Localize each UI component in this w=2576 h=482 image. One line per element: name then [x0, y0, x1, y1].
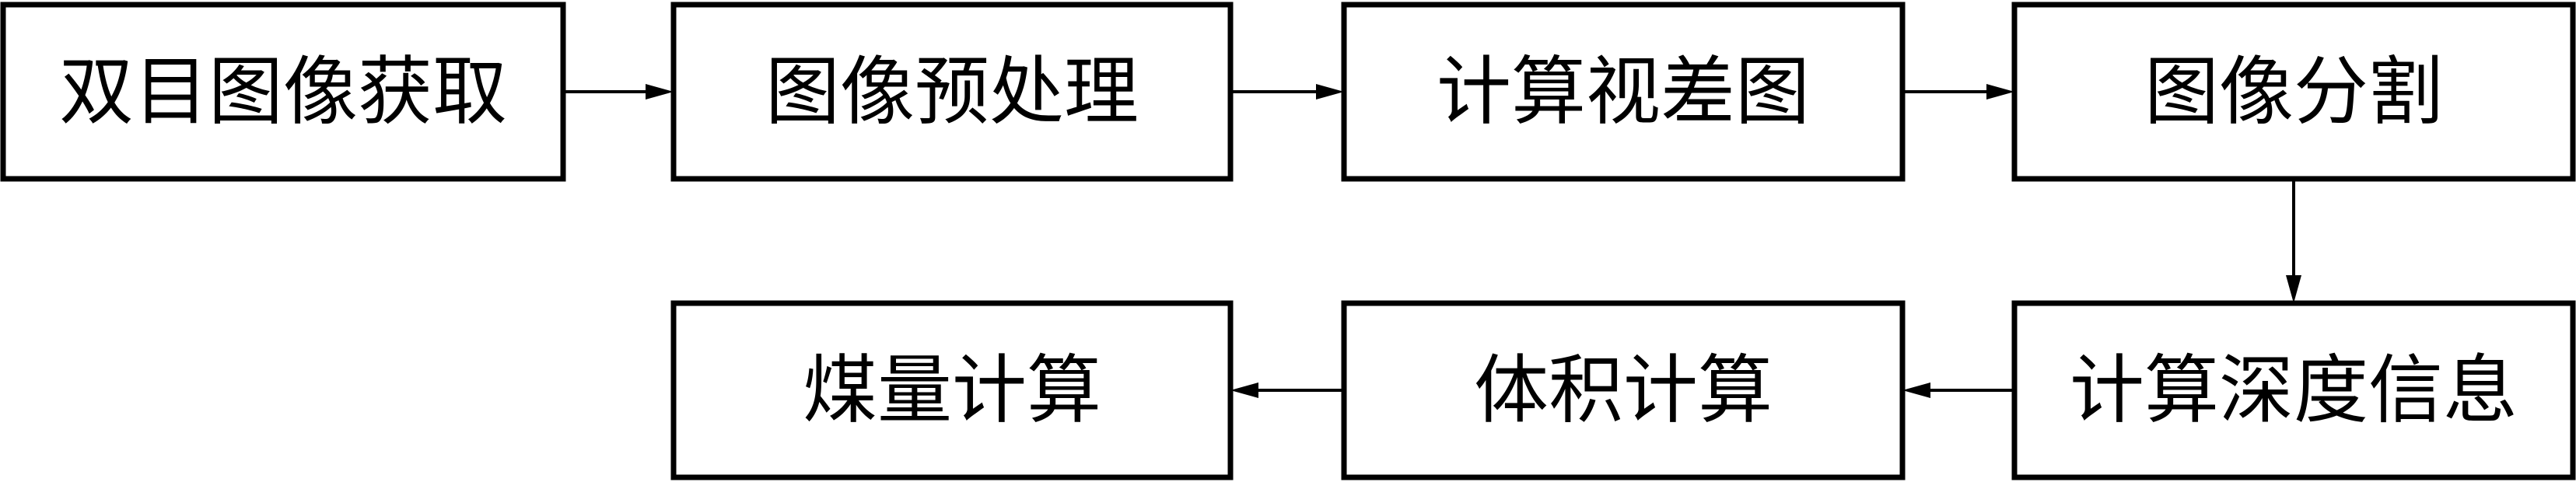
node-label: 图像分割: [2144, 48, 2443, 135]
arrow-disparity-to-segmentation: [1902, 84, 2014, 100]
arrow-volume-to-coal: [1230, 382, 1344, 398]
node-label: 体积计算: [1474, 347, 1773, 434]
node-label: 煤量计算: [803, 347, 1101, 434]
arrow-acquisition-to-preprocessing: [563, 84, 674, 100]
arrow-depth-to-volume: [1902, 382, 2014, 398]
node-label: 图像预处理: [765, 48, 1139, 135]
node-label: 双目图像获取: [59, 48, 507, 135]
node-label: 计算深度信息: [2070, 347, 2518, 434]
node-image-preprocessing: 图像预处理: [670, 2, 1234, 182]
arrow-preprocessing-to-disparity: [1230, 84, 1344, 100]
node-compute-depth-information: 计算深度信息: [2011, 300, 2576, 480]
node-label: 计算视差图: [1437, 48, 1810, 135]
node-volume-calculation: 体积计算: [1341, 300, 1906, 480]
node-coal-quantity-calculation: 煤量计算: [670, 300, 1234, 480]
node-binocular-image-acquisition: 双目图像获取: [0, 2, 566, 182]
node-image-segmentation: 图像分割: [2011, 2, 2576, 182]
node-compute-disparity-map: 计算视差图: [1341, 2, 1906, 182]
arrow-segmentation-to-depth: [2286, 179, 2301, 303]
